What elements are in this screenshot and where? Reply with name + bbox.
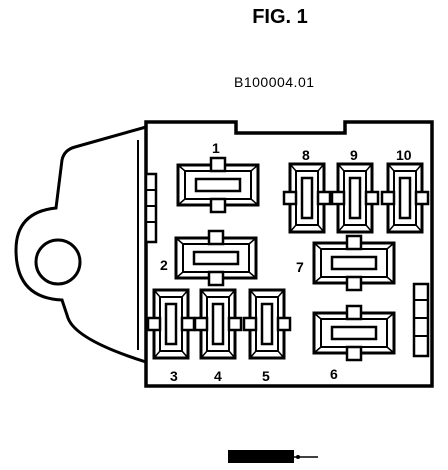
relay-2 <box>174 229 258 287</box>
relay-label-1: 1 <box>212 140 220 156</box>
mounting-bracket <box>14 125 147 364</box>
relay-label-8: 8 <box>302 147 310 163</box>
relay-1 <box>176 156 260 214</box>
relay-8 <box>282 162 332 234</box>
relay-5 <box>242 288 292 360</box>
relay-label-10: 10 <box>396 147 412 163</box>
relay-label-7: 7 <box>296 259 304 275</box>
relay-label-6: 6 <box>330 366 338 382</box>
figure-code: B100004.01 <box>234 74 315 90</box>
mounting-hole <box>34 238 82 286</box>
relay-label-5: 5 <box>262 368 270 384</box>
relay-6 <box>312 304 396 362</box>
direction-arrow <box>228 450 318 463</box>
relay-3 <box>146 288 196 360</box>
right-side-connector <box>412 282 430 358</box>
relay-label-2: 2 <box>160 257 168 273</box>
relay-label-9: 9 <box>350 147 358 163</box>
relay-4 <box>193 288 243 360</box>
left-side-connector <box>144 172 158 244</box>
relay-label-4: 4 <box>214 368 222 384</box>
relay-10 <box>380 162 430 234</box>
figure-title: FIG. 1 <box>252 6 308 28</box>
relay-9 <box>330 162 380 234</box>
relay-7 <box>312 234 396 292</box>
relay-label-3: 3 <box>170 368 178 384</box>
